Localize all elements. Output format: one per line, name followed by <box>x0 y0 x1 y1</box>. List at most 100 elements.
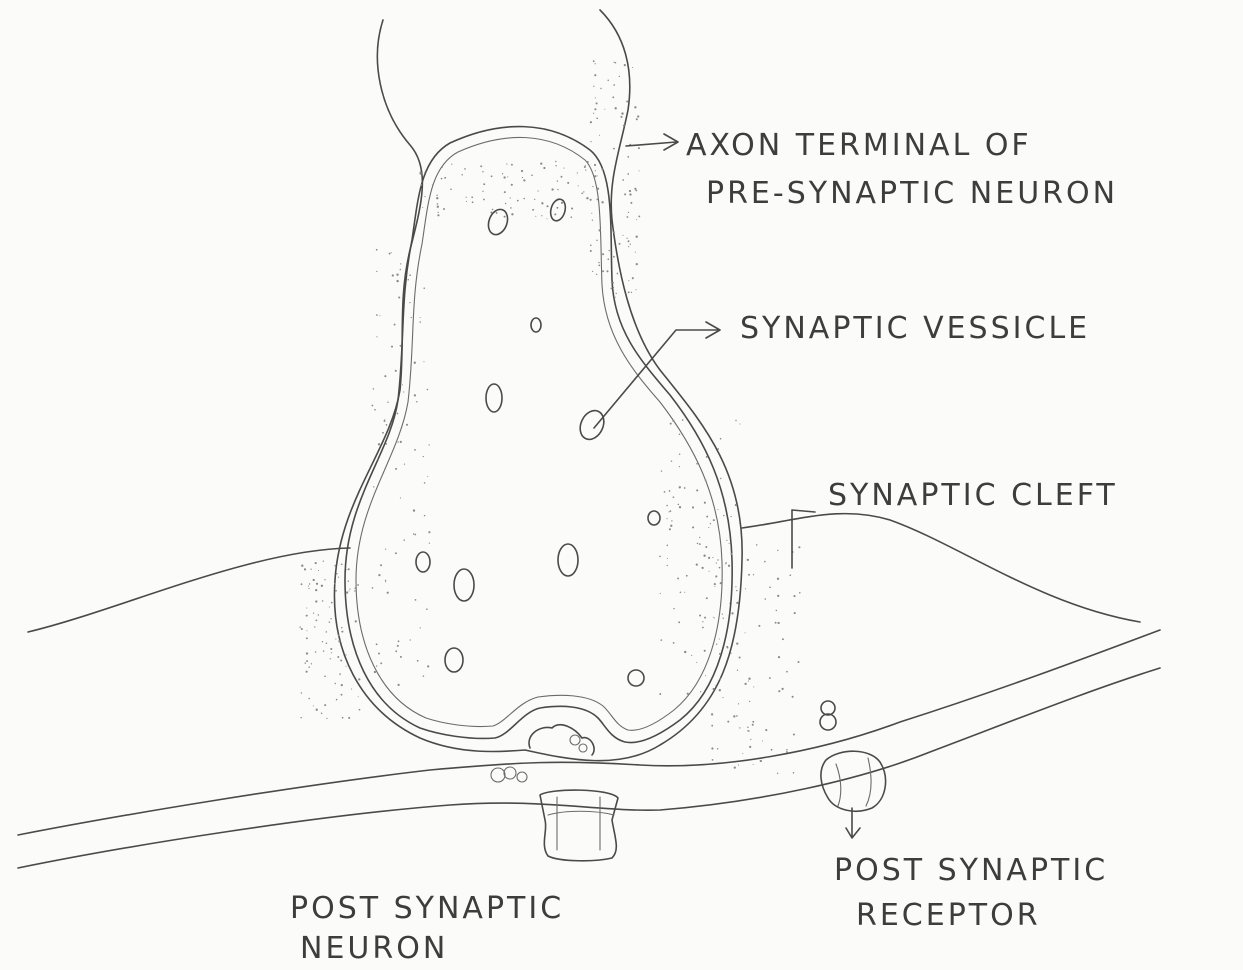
stipple-dot <box>315 562 317 564</box>
stipple-dot <box>720 582 722 584</box>
stipple-dot <box>607 258 609 260</box>
stipple-dot <box>380 564 382 566</box>
stipple-dot <box>736 642 738 644</box>
stipple-dot <box>567 182 569 184</box>
stipple-dot <box>730 516 731 517</box>
stipple-dot <box>410 369 411 370</box>
stipple-dot <box>709 571 710 572</box>
stipple-dot <box>671 520 672 521</box>
stipple-dot <box>686 575 688 577</box>
stipple-dot <box>314 626 315 627</box>
stipple-dot <box>306 652 308 654</box>
stipple-dot <box>424 482 426 484</box>
stipple-dot <box>719 653 721 655</box>
stipple-dot <box>628 212 629 213</box>
stipple-dot <box>738 764 739 765</box>
stipple-dot <box>563 168 564 169</box>
stipple-dot <box>629 190 631 192</box>
stipple-dot <box>613 287 614 288</box>
stipple-dot <box>729 543 730 544</box>
stipple-dot <box>619 76 620 77</box>
stipple-dot <box>595 170 596 171</box>
stipple-dot <box>323 561 324 562</box>
stipple-dot <box>507 176 508 177</box>
stipple-dot <box>359 709 361 711</box>
stipple-dot <box>659 693 661 695</box>
stipple-dot <box>376 314 378 316</box>
stipple-dot <box>670 423 672 425</box>
stipple-dot <box>671 460 672 461</box>
stipple-dot <box>595 63 596 64</box>
label-axon-terminal-line2: PRE-SYNAPTIC NEURON <box>706 176 1118 211</box>
stipple-dot <box>798 546 800 548</box>
stipple-dot <box>348 568 350 570</box>
stipple-dot <box>728 565 730 567</box>
stipple-dot <box>557 189 558 190</box>
stipple-dot <box>374 409 376 411</box>
stipple-dot <box>308 666 310 668</box>
stipple-dot <box>711 713 713 715</box>
stipple-dot <box>595 97 596 98</box>
stipple-dot <box>597 188 599 190</box>
stipple-dot <box>714 586 715 587</box>
stipple-dot <box>586 197 588 199</box>
stipple-dot <box>753 574 754 575</box>
stipple-dot <box>731 612 733 614</box>
stipple-dot <box>400 497 401 498</box>
stipple-dot <box>672 420 674 422</box>
stipple-dot <box>326 643 328 645</box>
stipple-dot <box>420 627 421 628</box>
stipple-dot <box>594 175 596 177</box>
stipple-dot <box>699 537 700 538</box>
stipple-dot <box>341 684 343 686</box>
stipple-dot <box>502 173 503 174</box>
stipple-dot <box>670 525 672 527</box>
stipple-dot <box>711 725 713 727</box>
stipple-dot <box>613 256 615 258</box>
stipple-dot <box>604 109 605 110</box>
post-membrane-inner <box>18 668 1160 868</box>
stipple-dot <box>385 580 386 581</box>
synaptic-vesicle <box>485 207 511 238</box>
stipple-dot <box>357 584 359 586</box>
stipple-dot <box>306 637 308 639</box>
stipple-dot <box>511 164 513 166</box>
stipple-dot <box>739 423 740 424</box>
stipple-dot <box>612 96 614 98</box>
stipple-dot <box>756 544 758 546</box>
stipple-dot <box>376 249 378 251</box>
stipple-dot <box>699 543 701 545</box>
stipple-dot <box>348 590 349 591</box>
stipple-dot <box>534 199 535 200</box>
stipple-dot <box>517 200 519 202</box>
stipple-dot <box>731 553 733 555</box>
stipple-dot <box>437 206 439 208</box>
label-post-synaptic-neuron-line2: NEURON <box>300 931 448 966</box>
stipple-dot <box>744 683 746 685</box>
stipple-dot <box>406 424 408 426</box>
stipple-dot <box>394 324 396 326</box>
stipple-dot <box>407 279 409 281</box>
stipple-dot <box>301 565 303 567</box>
stipple-dot <box>719 638 720 639</box>
stipple-dot <box>708 557 710 559</box>
stipple-dot <box>523 179 525 181</box>
stipple-dot <box>639 170 640 171</box>
stipple-dot <box>602 270 604 272</box>
stipple-dot <box>636 236 638 238</box>
stipple-dot <box>592 220 593 221</box>
stipple-dot <box>703 555 705 557</box>
stipple-dot <box>429 542 430 543</box>
stipple-dot <box>461 174 463 176</box>
stipple-dot <box>735 586 736 587</box>
stipple-dot <box>729 603 730 604</box>
stipple-dot <box>679 486 681 488</box>
stipple-dot <box>537 190 538 191</box>
stipple-dot <box>313 579 315 581</box>
stipple-dot <box>764 561 766 563</box>
stipple-dot <box>338 577 339 578</box>
stipple-dot <box>679 466 680 467</box>
stipple-dot <box>666 505 668 507</box>
stipple-dot <box>336 573 337 574</box>
synaptic-vesicle <box>558 544 578 576</box>
